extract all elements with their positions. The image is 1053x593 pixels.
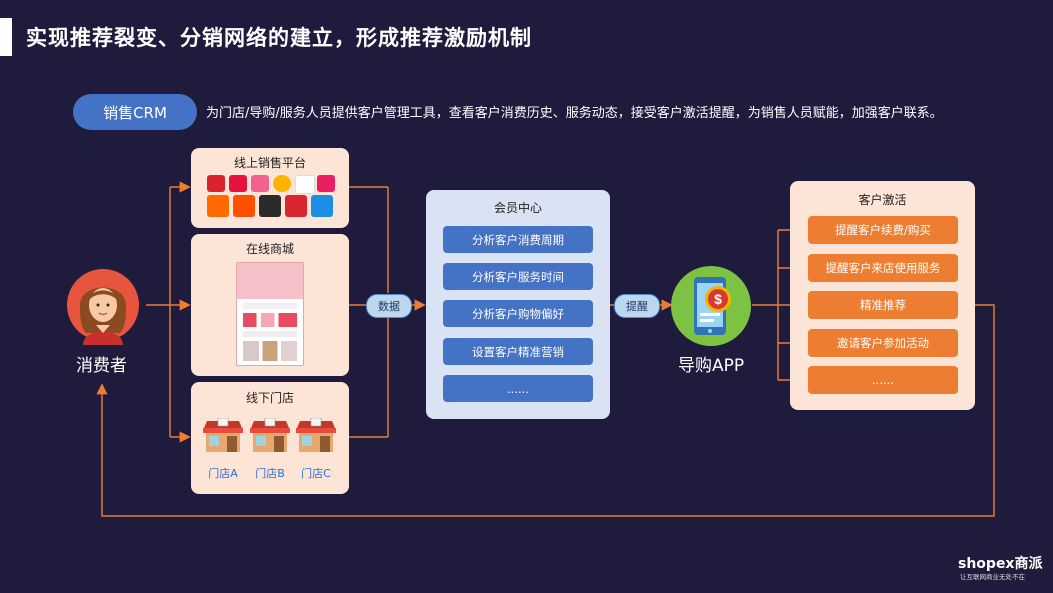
member-item-service-time: 分析客户服务时间 xyxy=(443,263,593,290)
guide-app-label: 导购APP xyxy=(678,356,745,376)
member-center-title: 会员中心 xyxy=(493,201,542,215)
activation-item-visit-store: 提醒客户来店使用服务 xyxy=(808,254,958,282)
platform-logo-icons xyxy=(207,175,337,194)
online-platform-title: 线上销售平台 xyxy=(233,156,306,170)
customer-activation-title: 客户激活 xyxy=(858,193,907,207)
member-center-panel: 会员中心 分析客户消费周期 分析客户服务时间 分析客户购物偏好 设置客户精准营销… xyxy=(426,190,610,419)
data-tag: 数据 xyxy=(366,294,412,318)
offline-store-panel: 线下门店 门店A 门店B 门店C xyxy=(191,382,349,494)
crm-badge: 销售CRM xyxy=(73,94,197,130)
consumer-label: 消费者 xyxy=(76,356,127,376)
mall-phone-screenshot xyxy=(236,262,304,366)
store-icon xyxy=(250,418,290,452)
title-accent-bar xyxy=(0,18,12,56)
crm-description: 为门店/导购/服务人员提供客户管理工具，查看客户消费历史、服务动态，接受客户激活… xyxy=(206,106,943,121)
page-title: 实现推荐裂变、分销网络的建立，形成推荐激励机制 xyxy=(26,26,532,50)
member-item-precision-marketing: 设置客户精准营销 xyxy=(443,338,593,365)
online-platform-panel: 线上销售平台 xyxy=(191,148,349,228)
brand-slogan: 让互联网商业无处不在 xyxy=(960,573,1025,581)
consumer-avatar-icon xyxy=(67,269,139,345)
platform-logo-icons-row2 xyxy=(207,195,333,217)
customer-activation-panel: 客户激活 提醒客户续费/购买 提醒客户来店使用服务 精准推荐 邀请客户参加活动 … xyxy=(790,181,975,410)
member-item-more: ...... xyxy=(443,375,593,402)
offline-store-title: 线下门店 xyxy=(245,391,294,405)
store-icon xyxy=(203,418,243,452)
store-label-c: 门店C xyxy=(301,467,331,480)
brand-logo: shopex商派 xyxy=(958,556,1043,572)
svg-text:$: $ xyxy=(714,291,722,307)
member-item-consumption-cycle: 分析客户消费周期 xyxy=(443,226,593,253)
member-item-shopping-preference: 分析客户购物偏好 xyxy=(443,300,593,327)
online-mall-title: 在线商城 xyxy=(245,242,294,256)
store-icon xyxy=(296,418,336,452)
remind-tag: 提醒 xyxy=(614,294,660,318)
guide-app-phone-icon: $ xyxy=(671,266,751,346)
activation-item-recommend: 精准推荐 xyxy=(808,291,958,319)
online-mall-panel: 在线商城 xyxy=(191,234,349,376)
activation-item-event: 邀请客户参加活动 xyxy=(808,329,958,357)
activation-item-more: ...... xyxy=(808,366,958,394)
store-label-b: 门店B xyxy=(255,467,285,480)
store-label-a: 门店A xyxy=(208,467,238,480)
activation-item-renew: 提醒客户续费/购买 xyxy=(808,216,958,244)
